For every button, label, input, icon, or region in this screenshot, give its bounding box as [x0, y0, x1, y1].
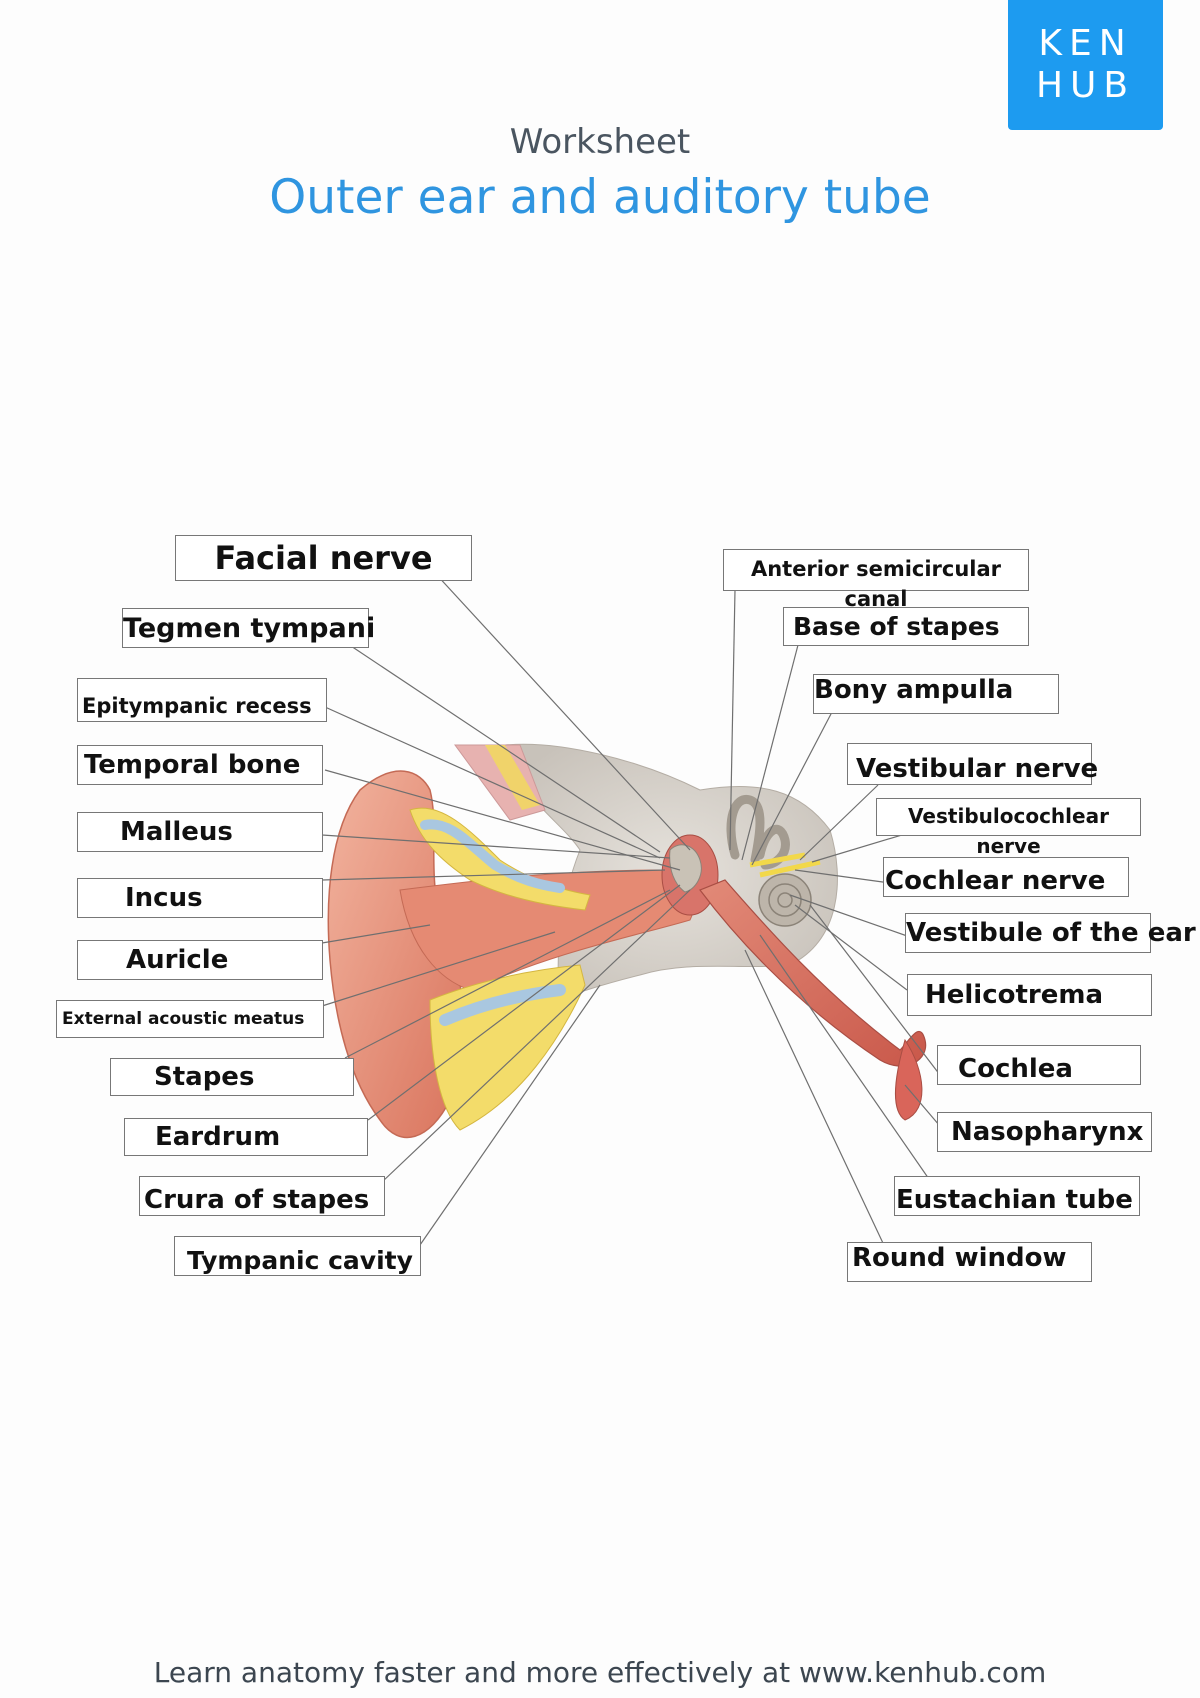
external-acoustic-meatus-shape [399, 869, 695, 991]
page-title: Outer ear and auditory tube [269, 170, 931, 225]
label-bony-ampulla: Bony ampulla [813, 674, 1059, 714]
logo-line-1: KEN [1038, 23, 1133, 64]
label-helicotrema: Helicotrema [907, 974, 1152, 1016]
kenhub-logo[interactable]: KEN HUB [1008, 0, 1163, 130]
label-malleus: Malleus [77, 812, 323, 852]
label-temporal-bone: Temporal bone [77, 745, 323, 785]
worksheet-subtitle: Worksheet [509, 122, 691, 162]
label-vestibule-of-the-ear: Vestibule of the ear [905, 913, 1196, 953]
label-external-acoustic-meatus: External acoustic meatus [56, 1000, 324, 1038]
footer-promo-text: Learn anatomy faster and more effectivel… [153, 1656, 1047, 1689]
label-stapes: Stapes [110, 1058, 354, 1096]
logo-line-2: HUB [1035, 65, 1136, 106]
leader-lines [321, 572, 946, 1259]
label-base-of-stapes: Base of stapes [783, 607, 1029, 646]
label-nasopharynx: Nasopharynx [937, 1112, 1152, 1152]
label-incus: Incus [77, 878, 323, 918]
label-cochlea: Cochlea [937, 1045, 1141, 1085]
label-vestibulocochlear-nerve: Vestibulocochlear nerve [876, 798, 1141, 858]
label-tegmen-tympani: Tegmen tympani [122, 608, 375, 648]
label-epitympanic-recess: Epitympanic recess [77, 678, 327, 722]
label-facial-nerve: Facial nerve [175, 535, 472, 581]
label-eardrum: Eardrum [124, 1118, 368, 1156]
label-tympanic-cavity: Tympanic cavity [174, 1236, 421, 1276]
label-auricle: Auricle [77, 940, 323, 980]
label-eustachian-tube: Eustachian tube [894, 1176, 1140, 1216]
label-vestibular-nerve: Vestibular nerve [847, 743, 1098, 785]
ossicles-shape [669, 844, 702, 893]
cochlea-shape [758, 873, 812, 927]
label-cochlear-nerve: Cochlear nerve [883, 857, 1129, 897]
label-round-window: Round window [847, 1242, 1092, 1282]
vestibulocochlear-nerve-shape [749, 852, 821, 878]
eustachian-tube-shape [699, 879, 927, 1067]
label-crura-of-stapes: Crura of stapes [139, 1176, 385, 1216]
label-anterior-semicircular-canal: Anterior semicircular canal [723, 549, 1029, 611]
